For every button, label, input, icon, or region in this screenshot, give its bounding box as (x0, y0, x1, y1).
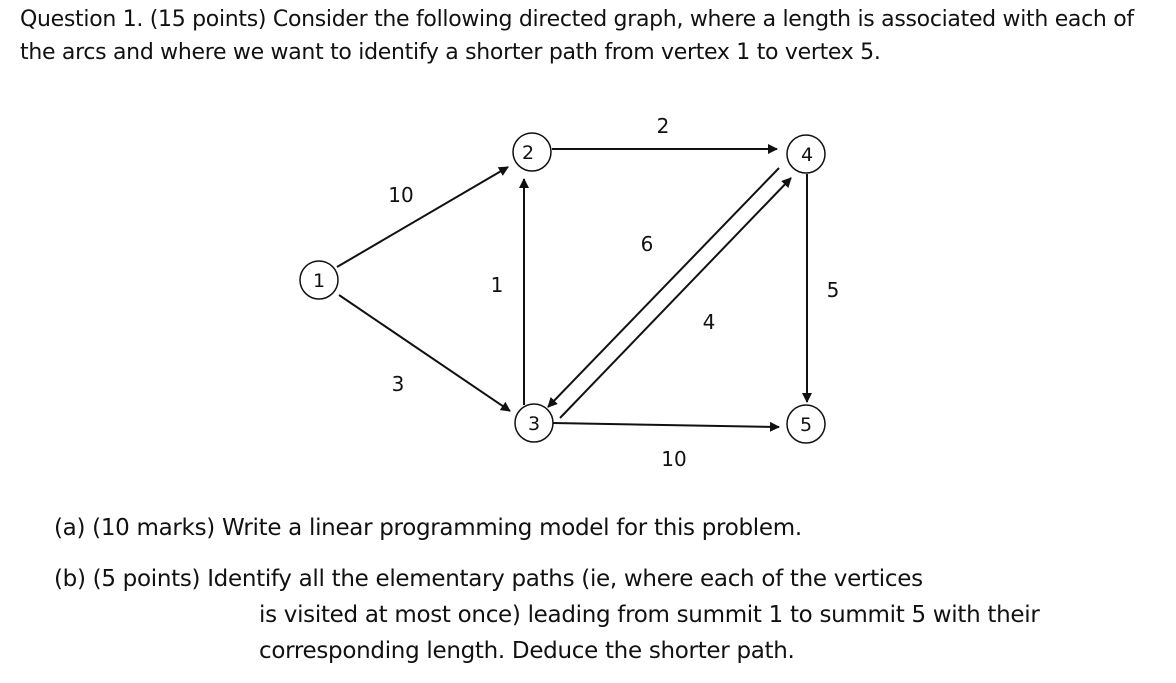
arc-2-4-length: 2 (657, 114, 670, 138)
vertex-4: 4 (786, 134, 826, 174)
arc-1-2-length: 10 (388, 183, 413, 207)
question-intro: Question 1. (15 points) Consider the fol… (20, 7, 1134, 65)
vertex-2: 2 (512, 132, 552, 172)
arc-1-3 (338, 294, 511, 412)
arc-3-5-length: 10 (661, 447, 686, 471)
vertex-1-label: 1 (313, 270, 325, 292)
arc-3-2-length: 1 (491, 273, 504, 297)
part-b-line-2: is visited at most once) leading from su… (259, 602, 1040, 628)
arc-4-3 (547, 167, 780, 408)
vertex-2-label: 2 (522, 142, 534, 164)
question-part-a: (a) (10 marks) Write a linear programmin… (54, 515, 802, 541)
arc-3-4-length: 4 (703, 310, 716, 334)
arc-3-5 (552, 421, 780, 432)
arc-1-2 (336, 166, 509, 268)
arc-4-5-length: 5 (827, 278, 840, 302)
vertex-3: 3 (514, 403, 554, 443)
vertex-3-label: 3 (528, 413, 540, 435)
vertex-5-label: 5 (800, 414, 812, 436)
arc-4-3-length: 6 (641, 232, 654, 256)
part-b-line-1: (b) (5 points) Identify all the elementa… (54, 566, 923, 592)
question-part-b: (b) (5 points) Identify all the elementa… (54, 561, 1164, 669)
vertex-5: 5 (786, 404, 826, 444)
part-b-line-3: corresponding length. Deduce the shorter… (259, 638, 795, 664)
arc-1-3-length: 3 (392, 372, 405, 396)
vertex-1: 1 (299, 260, 339, 300)
arc-3-4 (559, 177, 792, 419)
vertex-4-label: 4 (801, 144, 813, 166)
